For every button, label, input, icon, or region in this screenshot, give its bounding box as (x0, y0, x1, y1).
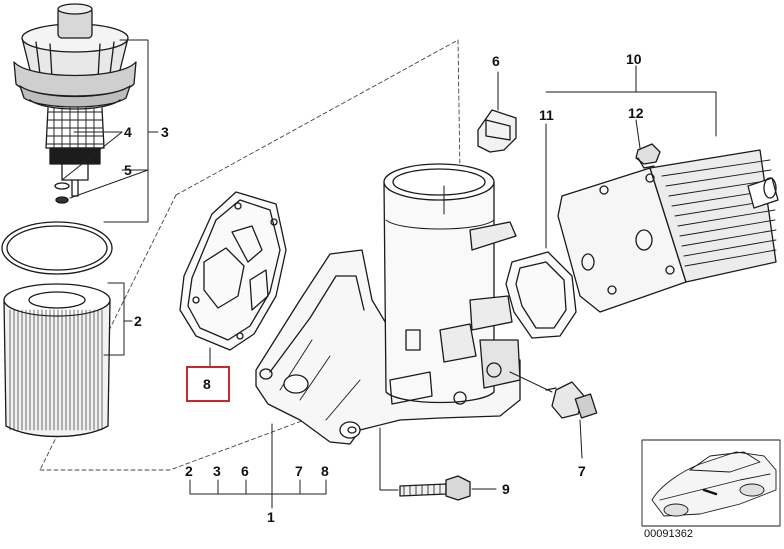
diagram-reference-number: 00091362 (644, 528, 693, 540)
callout-4: 4 (124, 124, 132, 140)
bolt-small-icon (635, 119, 661, 169)
callout-7: 7 (578, 463, 586, 479)
callout-6: 6 (492, 53, 500, 69)
sensor-icon (509, 371, 598, 459)
callout-11: 11 (539, 107, 554, 123)
housing-gasket-icon (179, 191, 287, 367)
callout-2: 2 (134, 313, 142, 329)
oil-filter-cap-icon (13, 3, 137, 197)
assembly-bracket (189, 423, 327, 509)
callout-9: 9 (502, 481, 510, 497)
sub-callout: 8 (321, 463, 329, 479)
filter-element-icon (3, 283, 111, 438)
callout-1: 1 (267, 509, 275, 525)
oil-cooler-icon (545, 65, 779, 313)
leader-lines (61, 39, 159, 356)
clip-icon (477, 71, 517, 153)
housing-bolt-icon (379, 427, 497, 501)
callout-12: 12 (628, 105, 644, 121)
sub-callout: 6 (241, 463, 249, 479)
callout-8: 8 (203, 376, 211, 392)
callout-10: 10 (626, 51, 642, 67)
sub-callout: 7 (295, 463, 303, 479)
sub-callout: 2 (185, 463, 193, 479)
vehicle-thumbnail (641, 439, 781, 527)
cooler-seal-icon (505, 123, 577, 339)
callout-5: 5 (124, 162, 132, 178)
callout-3: 3 (161, 124, 169, 140)
sub-callout: 3 (213, 463, 221, 479)
small-seal-icon (54, 182, 70, 204)
highlight-box (186, 366, 230, 402)
large-o-ring-icon (1, 221, 113, 275)
filter-housing-icon (255, 163, 521, 445)
